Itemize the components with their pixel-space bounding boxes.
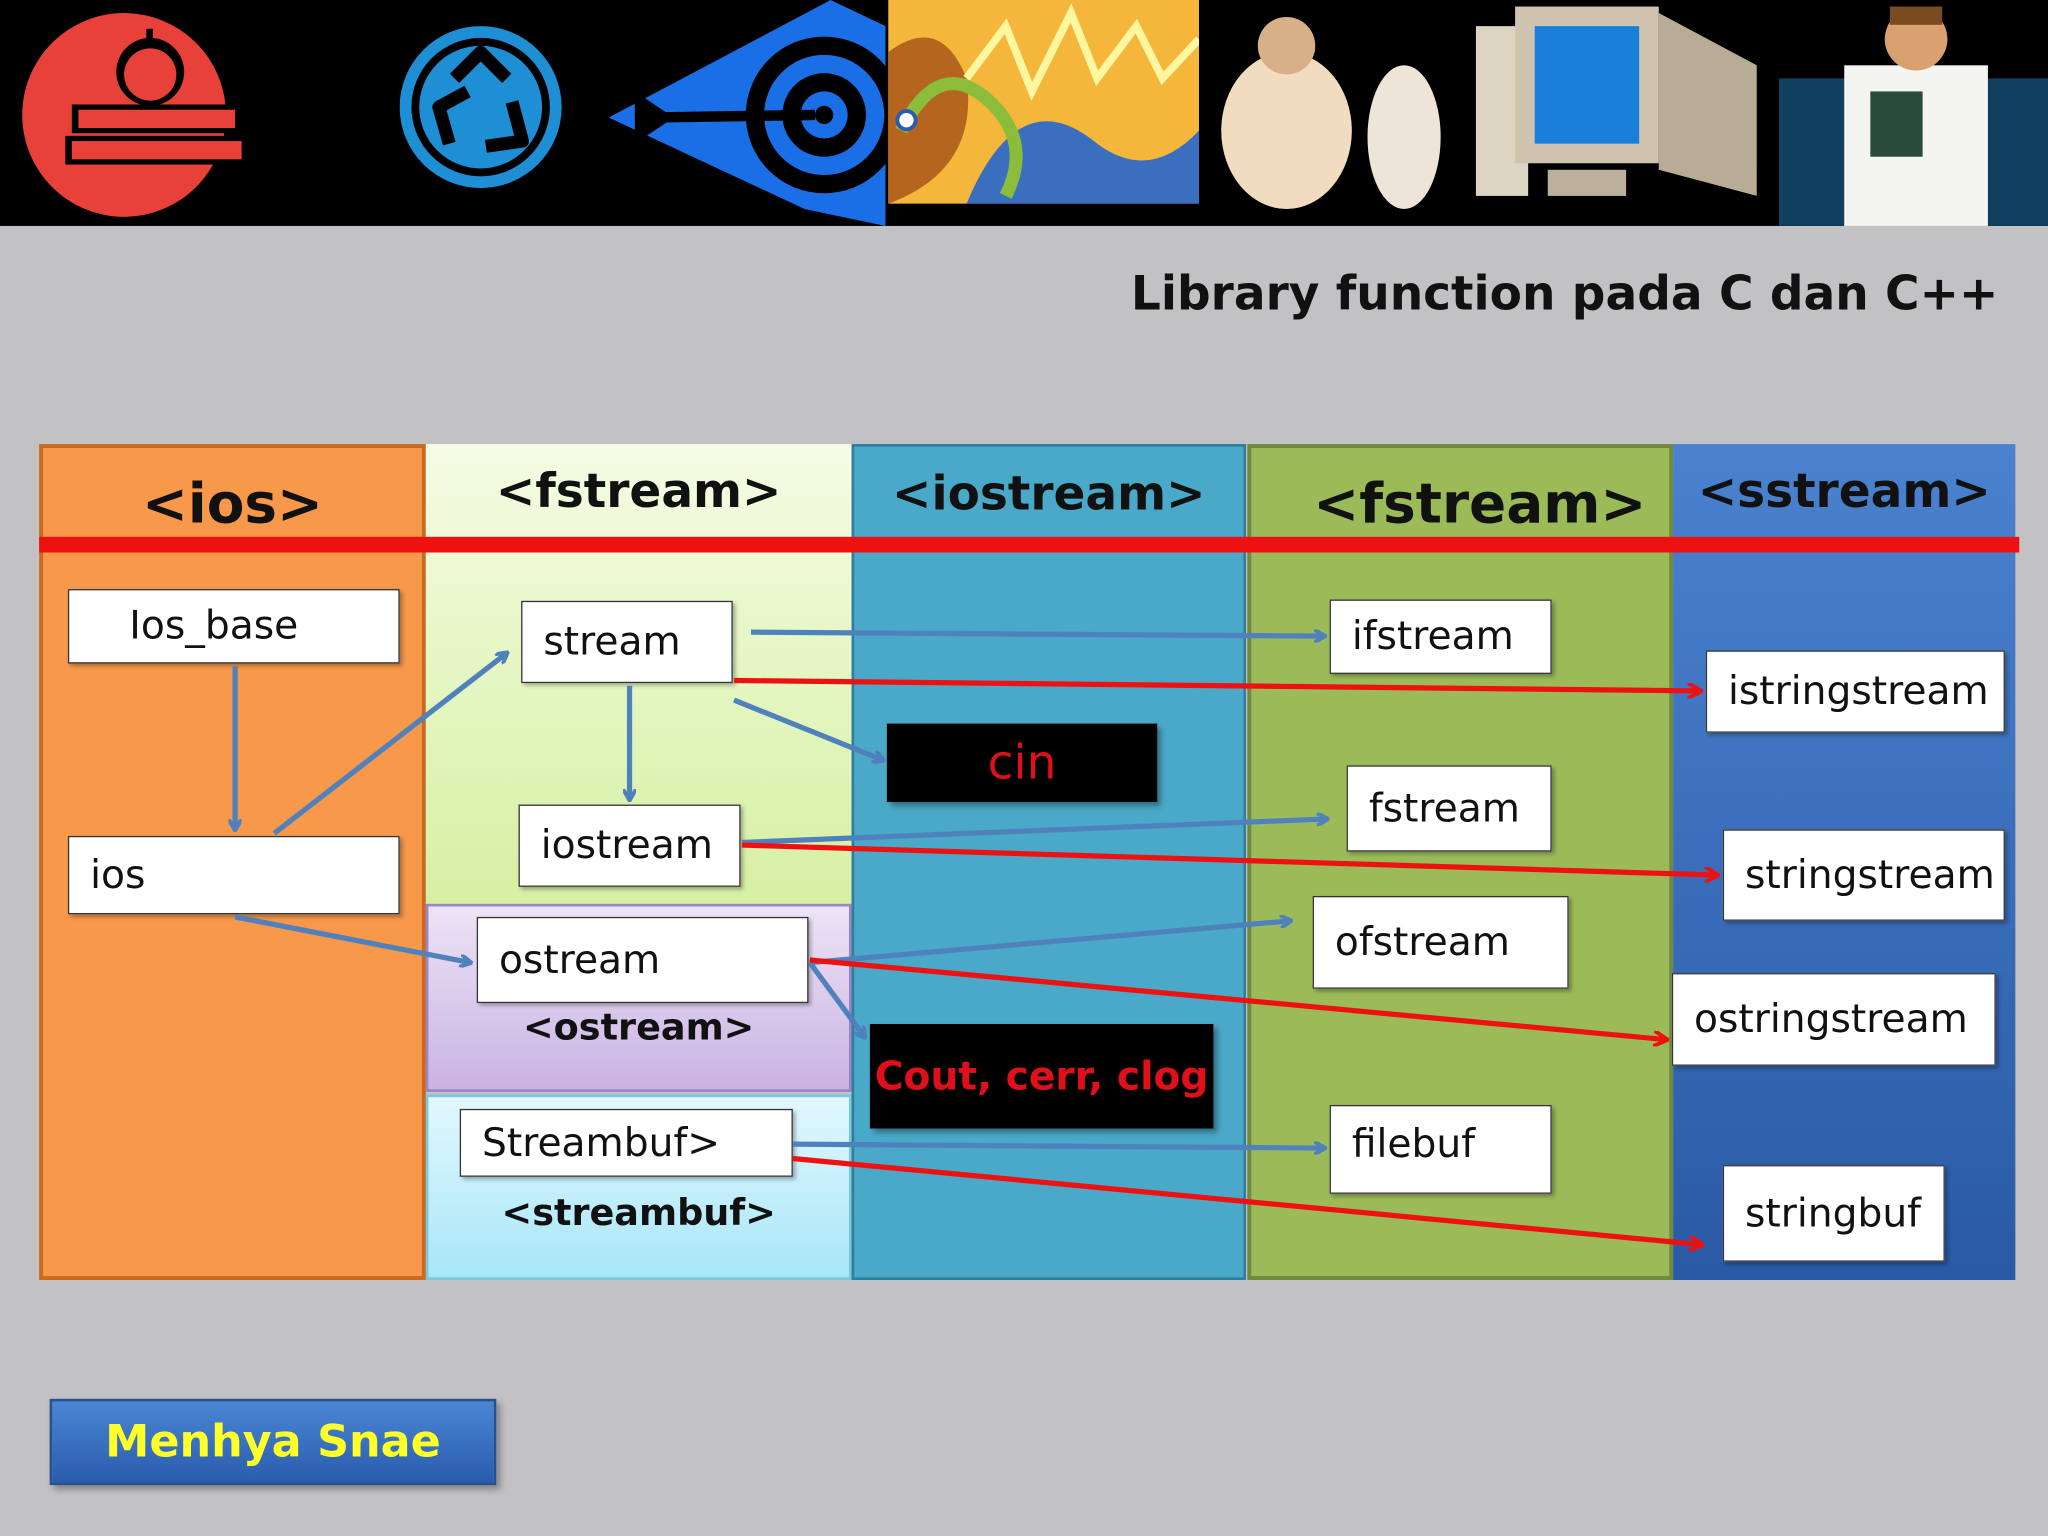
node-ios: ios (67, 835, 400, 915)
node-ios-base: Ios_base (67, 589, 400, 664)
node-fstream: fstream (1346, 765, 1552, 852)
column-header-fstream-right: <fstream> (1313, 470, 1647, 535)
books-apple-icon (22, 13, 249, 217)
target-arrow-icon (608, 0, 886, 226)
column-header-iostream: <iostream> (892, 466, 1206, 521)
node-cin: cin (886, 723, 1158, 802)
ostream-section-label: <ostream> (523, 1005, 755, 1049)
column-iostream: <iostream> (851, 444, 1247, 1280)
column-header-ios: <ios> (141, 470, 324, 535)
node-istringstream: istringstream (1705, 650, 2005, 733)
node-ostream: ostream (476, 916, 809, 1004)
banner (0, 0, 2048, 226)
doctor-icon (1778, 6, 2048, 226)
node-filebuf: filebuf (1329, 1104, 1552, 1194)
column-header-fstream-left: <fstream> (495, 464, 782, 518)
heart-wave-art-icon (888, 0, 1200, 204)
node-stream: stream (521, 600, 733, 684)
author-button[interactable]: Menhya Snae (49, 1398, 497, 1486)
node-ostringstream: ostringstream (1671, 973, 1996, 1066)
node-ofstream: ofstream (1312, 895, 1569, 989)
node-stringstream: stringstream (1722, 829, 2005, 921)
node-streambuf: Streambuf> (459, 1108, 793, 1177)
header-divider-line (39, 536, 2020, 553)
node-cout-cerr-clog: Cout, cerr, clog (869, 1023, 1214, 1129)
node-iostream: iostream (518, 804, 741, 887)
person-computer-icon (1221, 6, 1757, 209)
slide-title: Library function pada C dan C++ (1130, 267, 1999, 322)
node-stringbuf: stringbuf (1722, 1165, 1945, 1262)
recycle-icon (399, 26, 562, 189)
column-header-sstream: <sstream> (1697, 464, 1991, 518)
streambuf-section-label: <streambuf> (501, 1191, 776, 1235)
node-ifstream: ifstream (1329, 599, 1552, 674)
